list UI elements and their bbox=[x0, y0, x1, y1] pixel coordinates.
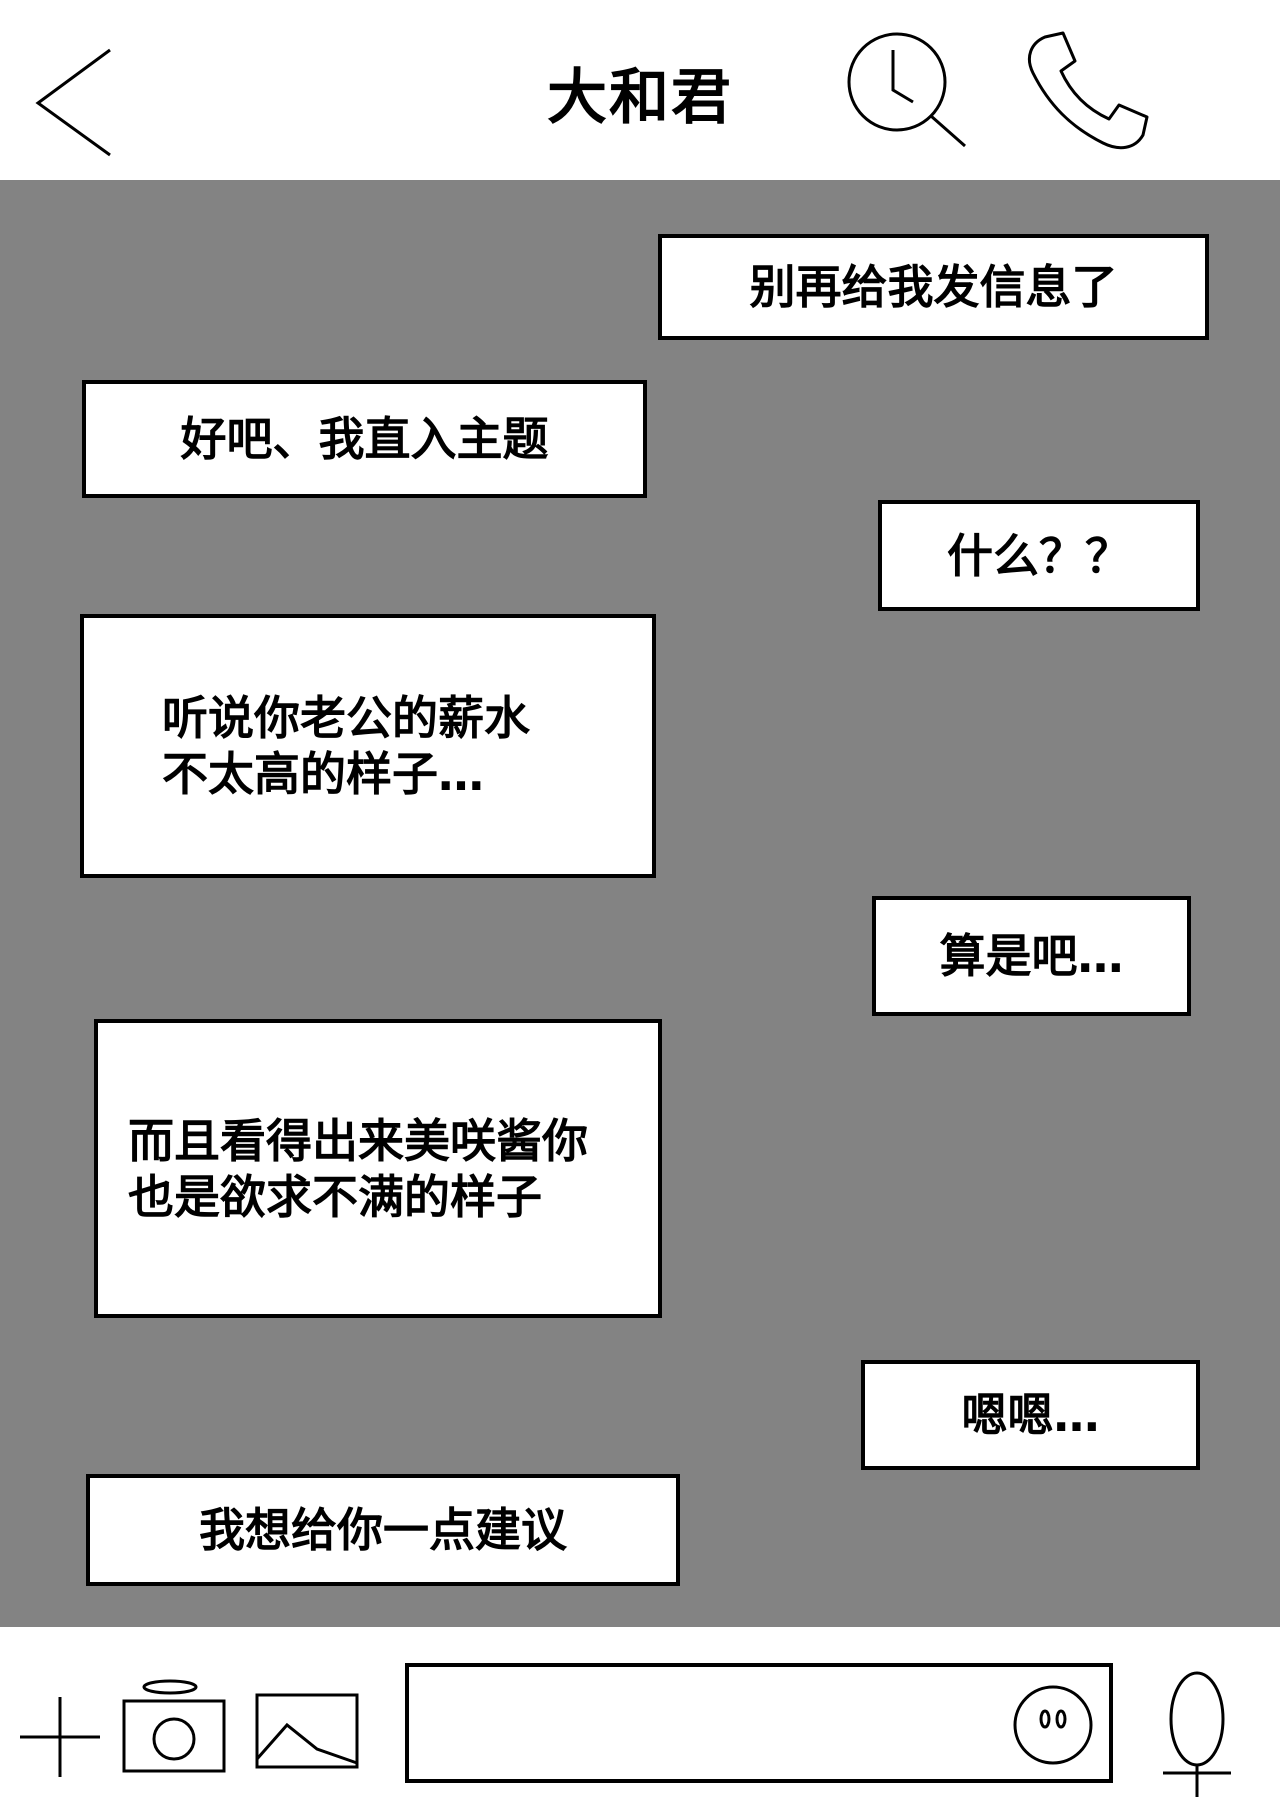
search-history-icon[interactable] bbox=[845, 30, 975, 150]
message-bubble-received[interactable]: 我想给你一点建议 bbox=[86, 1474, 680, 1586]
input-toolbar bbox=[0, 1627, 1280, 1810]
message-bubble-received[interactable]: 好吧、我直入主题 bbox=[82, 380, 647, 498]
message-bubble-received[interactable]: 而且看得出来美咲酱你 也是欲求不满的样子 bbox=[94, 1019, 662, 1318]
plus-icon[interactable] bbox=[15, 1692, 105, 1782]
message-input-box[interactable] bbox=[405, 1663, 1113, 1783]
chat-header: 大和君 bbox=[0, 0, 1280, 180]
message-input[interactable] bbox=[429, 1687, 973, 1761]
message-bubble-sent[interactable]: 什么？？ bbox=[878, 500, 1200, 611]
chat-area[interactable]: 别再给我发信息了 好吧、我直入主题 什么？？ 听说你老公的薪水 不太高的样子… … bbox=[0, 180, 1280, 1627]
camera-icon[interactable] bbox=[118, 1677, 233, 1777]
microphone-icon[interactable] bbox=[1155, 1667, 1240, 1802]
message-bubble-sent[interactable]: 嗯嗯… bbox=[861, 1360, 1200, 1470]
message-bubble-received[interactable]: 听说你老公的薪水 不太高的样子… bbox=[80, 614, 656, 878]
contact-name: 大和君 bbox=[547, 63, 733, 133]
emoji-icon[interactable] bbox=[1011, 1683, 1095, 1767]
phone-icon[interactable] bbox=[1015, 25, 1155, 155]
message-bubble-sent[interactable]: 别再给我发信息了 bbox=[658, 234, 1209, 340]
message-bubble-sent[interactable]: 算是吧… bbox=[872, 896, 1191, 1016]
chevron-left-icon[interactable] bbox=[30, 45, 120, 160]
image-icon[interactable] bbox=[252, 1687, 362, 1777]
